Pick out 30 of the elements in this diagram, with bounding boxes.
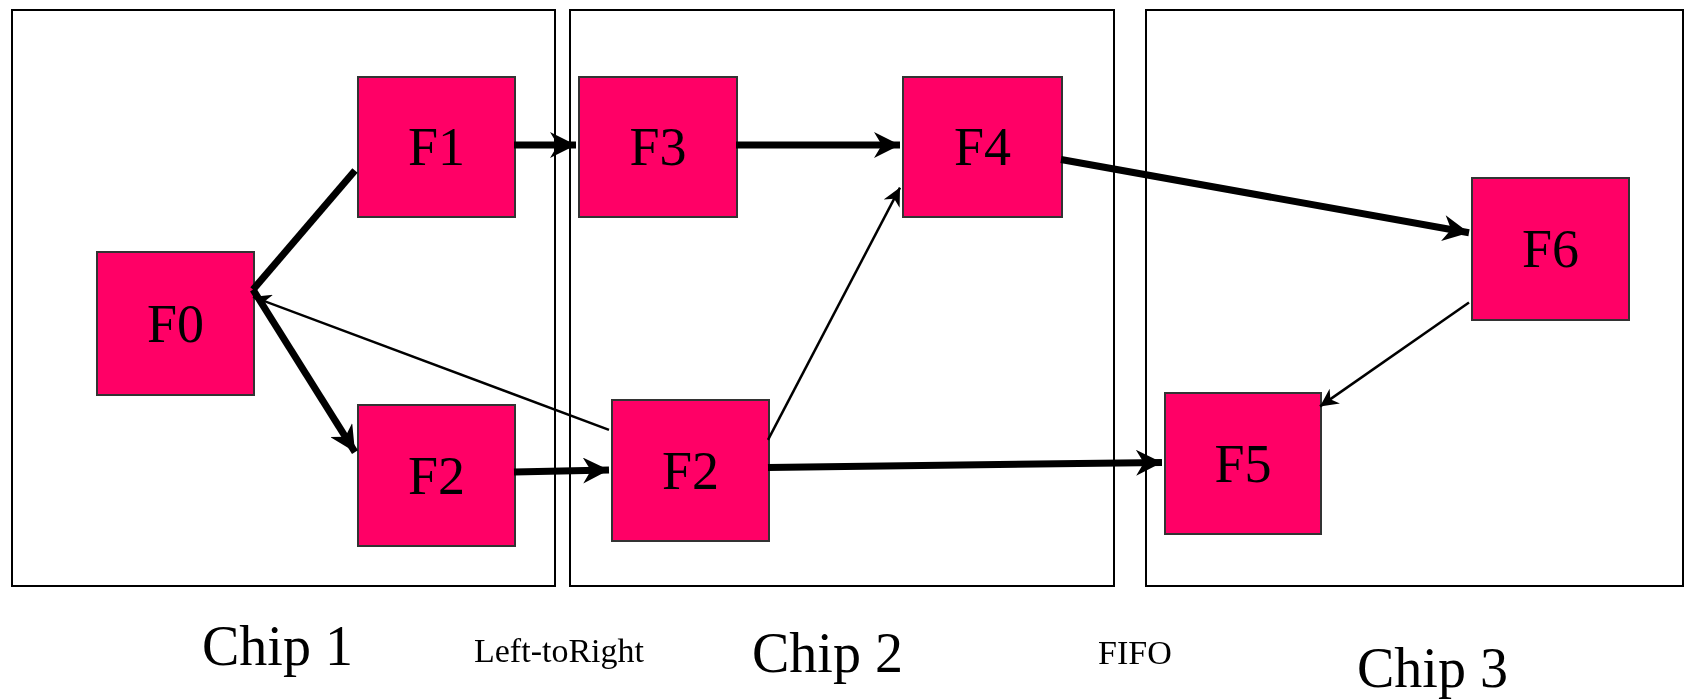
arrow xyxy=(513,457,610,484)
function-box xyxy=(1471,177,1630,321)
function-label: F2 xyxy=(407,444,465,507)
chip-label: Chip 1 xyxy=(202,614,353,678)
annotation-text: Left-toRight xyxy=(474,632,644,670)
annotation-text: FIFO xyxy=(1098,634,1172,672)
arrow xyxy=(252,294,610,432)
function-label: F4 xyxy=(953,116,1011,178)
function-box xyxy=(1164,392,1322,535)
function-label: F1 xyxy=(407,116,465,178)
chip-label: Chip 3 xyxy=(1357,636,1508,700)
function-box xyxy=(96,251,255,396)
chip-label: Chip 2 xyxy=(752,621,903,685)
function-label: F3 xyxy=(629,116,687,178)
function-box xyxy=(357,76,516,218)
function-label: F0 xyxy=(146,292,204,355)
arrow xyxy=(514,132,576,158)
arrow xyxy=(767,449,1163,476)
function-label: F5 xyxy=(1214,432,1272,495)
arrow xyxy=(1319,301,1470,408)
arrow xyxy=(1060,156,1470,241)
arrow xyxy=(766,187,902,441)
function-label: F6 xyxy=(1521,218,1579,280)
function-label: F2 xyxy=(661,439,719,502)
function-box xyxy=(902,76,1063,218)
arrow xyxy=(736,132,900,158)
function-box xyxy=(357,404,516,547)
function-box xyxy=(578,76,738,218)
arrow xyxy=(250,287,358,454)
function-box xyxy=(611,399,770,542)
